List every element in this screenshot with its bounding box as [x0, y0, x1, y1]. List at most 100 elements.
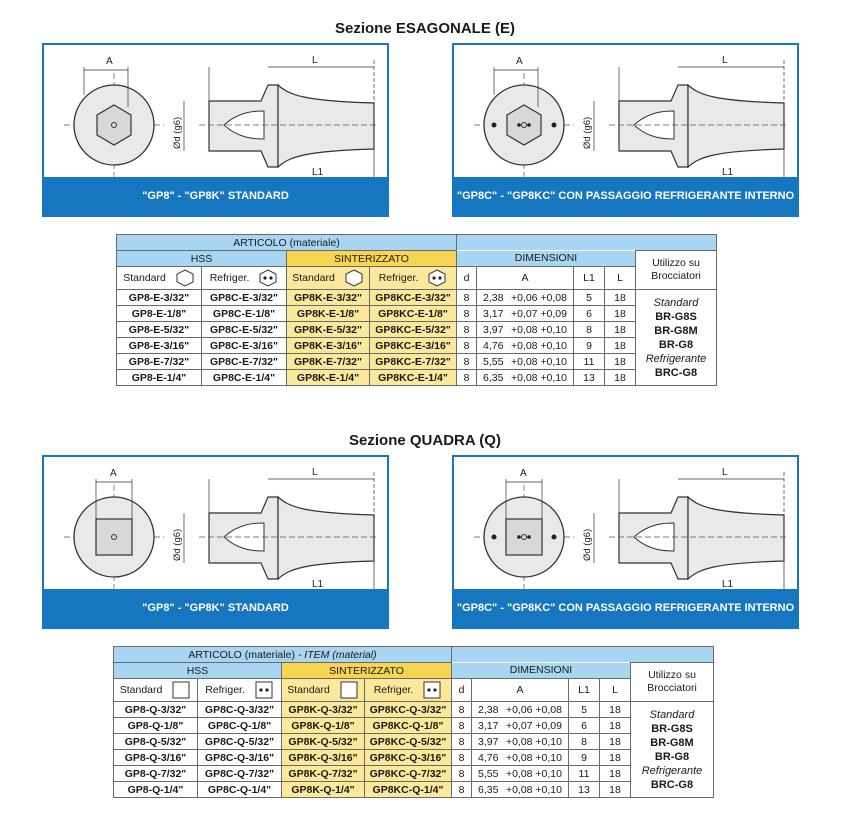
cell-hss-refriger: GP8C-E-7/32" [201, 353, 287, 370]
cell-a: 6,35+0,08 +0,10 [476, 369, 574, 386]
spec-table-quadra: ARTICOLO (materiale) - ITEM (material) H… [113, 646, 714, 798]
section-title-esagonale: Sezione ESAGONALE (E) [334, 20, 516, 37]
cell-sin-refriger: GP8KC-E-3/16" [369, 337, 457, 354]
cell-d: 8 [456, 353, 477, 370]
cell-a-tolerance: +0,08 +0,10 [505, 767, 562, 780]
label-l: L [722, 55, 728, 66]
cell-d: 8 [456, 305, 477, 322]
cell-l1: 11 [573, 353, 605, 370]
cell-hss-standard: GP8-Q-5/32" [113, 733, 198, 750]
cell-d: 8 [451, 701, 472, 718]
cell-d: 8 [456, 321, 477, 338]
cell-d: 8 [456, 337, 477, 354]
cell-sin-refriger: GP8KC-Q-5/32" [364, 733, 452, 750]
cell-l: 18 [604, 305, 636, 322]
cell-sin-refriger: GP8KC-Q-7/32" [364, 765, 452, 782]
cell-l: 18 [599, 717, 631, 734]
cell-l: 18 [604, 289, 636, 306]
header-dimensioni: DIMENSIONI [451, 662, 631, 679]
cell-sin-standard: GP8K-Q-1/4" [281, 781, 365, 798]
cell-sin-standard: GP8K-Q-1/8" [281, 717, 365, 734]
panel-hex-standard: A L L1 Ød (g6) "GP8" - "GP8K" STANDARD [42, 43, 389, 217]
table-row: GP8-Q-7/32"GP8C-Q-7/32"GP8K-Q-7/32"GP8KC… [113, 765, 714, 782]
header-l: L [599, 678, 631, 702]
spec-table-esagonale: ARTICOLO (materiale) HSS SINTERIZZATO DI… [116, 234, 717, 386]
label-a: A [106, 56, 113, 67]
label-l1: L1 [312, 579, 324, 590]
header-l: L [604, 266, 636, 290]
cell-hss-refriger: GP8C-E-5/32" [201, 321, 287, 338]
cell-sin-standard: GP8K-Q-7/32" [281, 765, 365, 782]
cell-a-tolerance: +0,07 +0,09 [510, 307, 567, 320]
cell-sin-standard: GP8K-E-7/32" [286, 353, 370, 370]
cell-a-value: 5,55 [483, 355, 504, 368]
section-title-quadra: Sezione QUADRA (Q) [349, 432, 501, 449]
usage-broach: BR-G8S [655, 310, 697, 323]
hexagon-icon [176, 269, 194, 287]
header-hss-refriger: Refriger. [201, 266, 287, 290]
cell-d: 8 [451, 733, 472, 750]
table-row: GP8-Q-1/4"GP8C-Q-1/4"GP8K-Q-1/4"GP8KC-Q-… [113, 781, 714, 798]
header-sin-standard: Standard [281, 678, 365, 702]
header-sinterizzato: SINTERIZZATO [286, 250, 457, 267]
cell-hss-refriger: GP8C-Q-3/32" [197, 701, 282, 718]
cell-sin-refriger: GP8KC-Q-1/8" [364, 717, 452, 734]
cell-a-value: 4,76 [483, 339, 504, 352]
cell-sin-refriger: GP8KC-E-7/32" [369, 353, 457, 370]
panel-caption: "GP8C" - "GP8KC" CON PASSAGGIO REFRIGERA… [454, 177, 797, 215]
cell-l1: 8 [568, 733, 600, 750]
header-l1: L1 [573, 266, 605, 290]
cell-d: 8 [456, 369, 477, 386]
header-articolo: ARTICOLO (materiale) - ITEM (material) [113, 646, 452, 663]
usage-standard-label: Standard [649, 708, 695, 721]
header-hss-refriger: Refriger. [197, 678, 282, 702]
cell-sin-refriger: GP8KC-E-3/32" [369, 289, 457, 306]
cell-hss-standard: GP8-E-5/32" [116, 321, 202, 338]
table-row: GP8-E-3/32"GP8C-E-3/32"GP8K-E-3/32"GP8KC… [116, 289, 717, 386]
usage-broach: BR-G8M [650, 736, 694, 749]
header-hss: HSS [113, 662, 282, 679]
cell-l: 18 [599, 733, 631, 750]
label-l1: L1 [722, 579, 734, 590]
cell-a: 3,97+0,08 +0,10 [471, 733, 569, 750]
cell-d: 8 [451, 749, 472, 766]
header-utilizzo: Utilizzo su Brocciatori [635, 250, 717, 290]
drawing-hex-standard: A L L1 Ød (g6) [64, 55, 379, 185]
cell-a-value: 6,35 [483, 371, 504, 384]
usage-broach: BR-G8 [658, 338, 694, 351]
cell-hss-refriger: GP8C-Q-5/32" [197, 733, 282, 750]
usage-broach: BR-G8S [651, 722, 693, 735]
cell-hss-standard: GP8-E-3/16" [116, 337, 202, 354]
cell-a-tolerance: +0,08 +0,10 [510, 339, 567, 352]
usage-refrigerante-label: Refrigerante [645, 352, 707, 365]
cell-sin-refriger: GP8KC-E-5/32" [369, 321, 457, 338]
drawing-square-refriger: A L L1 Ød (g6) [474, 467, 789, 597]
cell-a-value: 3,17 [478, 719, 499, 732]
header-hss: HSS [116, 250, 287, 267]
cell-a: 5,55+0,08 +0,10 [476, 353, 574, 370]
cell-l: 18 [599, 781, 631, 798]
cell-a-tolerance: +0,06 +0,08 [505, 703, 562, 716]
cell-l1: 6 [568, 717, 600, 734]
header-a: A [476, 266, 574, 290]
table-row: GP8-Q-5/32"GP8C-Q-5/32"GP8K-Q-5/32"GP8KC… [113, 733, 714, 750]
cell-l1: 9 [568, 749, 600, 766]
cell-a: 2,38+0,06 +0,08 [476, 289, 574, 306]
label-l: L [722, 467, 728, 478]
cell-l1: 5 [568, 701, 600, 718]
table-row: GP8-E-1/4"GP8C-E-1/4"GP8K-E-1/4"GP8KC-E-… [116, 369, 717, 386]
label-diameter: Ød (g6) [172, 529, 183, 561]
cell-l1: 5 [573, 289, 605, 306]
header-sin-refriger: Refriger. [364, 678, 452, 702]
label-l1: L1 [722, 167, 734, 178]
table-row: GP8-E-3/16"GP8C-E-3/16"GP8K-E-3/16"GP8KC… [116, 337, 717, 354]
cell-hss-standard: GP8-E-7/32" [116, 353, 202, 370]
header-dimensioni: DIMENSIONI [456, 250, 636, 267]
usage-broach: BRC-G8 [650, 778, 694, 791]
cell-sin-standard: GP8K-E-3/16" [286, 337, 370, 354]
cell-l: 18 [604, 337, 636, 354]
cell-hss-refriger: GP8C-Q-1/8" [197, 717, 282, 734]
cell-sin-standard: GP8K-Q-3/16" [281, 749, 365, 766]
cell-sin-standard: GP8K-Q-5/32" [281, 733, 365, 750]
